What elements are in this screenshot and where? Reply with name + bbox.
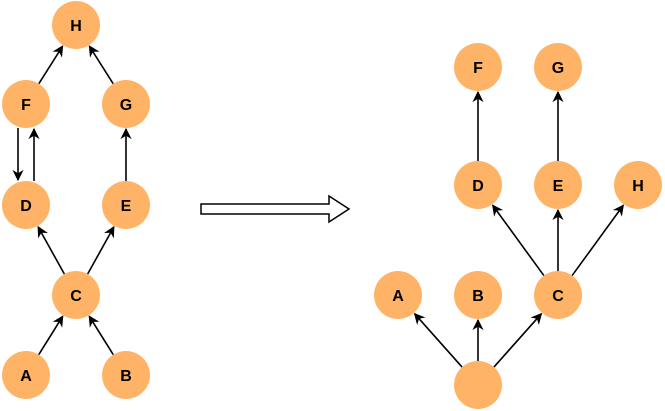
left-node-c-circle <box>52 271 100 319</box>
right-node-g-label: G <box>552 60 564 77</box>
right-node-f-label: F <box>473 60 483 77</box>
left-node-g-label: G <box>120 97 132 114</box>
left-edge-c-to-e <box>86 225 115 275</box>
left-node-h-circle <box>52 1 100 49</box>
right-node-b-label: B <box>472 288 484 305</box>
left-edge-g-to-h <box>88 45 114 85</box>
right-node-a-label: A <box>392 288 404 305</box>
right-node-e-circle <box>534 161 582 209</box>
right-node-a: A <box>374 271 422 319</box>
right-edge-root-to-c <box>493 312 543 368</box>
left-node-h-label: H <box>70 18 82 35</box>
right-node-a-circle <box>374 271 422 319</box>
transform-arrow <box>200 194 351 224</box>
left-node-d-label: D <box>20 198 32 215</box>
left-node-f: F <box>2 80 50 128</box>
right-node-h: H <box>614 161 662 209</box>
left-node-b: B <box>102 351 150 399</box>
left-edge-c-to-d <box>37 225 66 275</box>
right-node-c: C <box>534 271 582 319</box>
left-node-b-label: B <box>120 368 132 385</box>
left-edge-a-to-c <box>38 315 64 356</box>
right-edge-root-to-a <box>413 312 463 368</box>
right-node-g-circle <box>534 43 582 91</box>
right-node-f: F <box>454 43 502 91</box>
left-node-g: G <box>102 80 150 128</box>
right-node-d: D <box>454 161 502 209</box>
right-node-e-label: E <box>553 178 564 195</box>
left-node-d: D <box>2 181 50 229</box>
right-node-d-label: D <box>472 178 484 195</box>
right-edge-c-to-d <box>492 204 545 277</box>
left-node-h: H <box>52 1 100 49</box>
right-node-h-label: H <box>632 178 644 195</box>
left-node-b-circle <box>102 351 150 399</box>
right-node-b: B <box>454 271 502 319</box>
right-edge-c-to-h <box>571 204 624 277</box>
right-node-e: E <box>534 161 582 209</box>
right-node-root <box>454 361 502 409</box>
left-edge-b-to-c <box>88 315 114 356</box>
right-node-h-circle <box>614 161 662 209</box>
left-node-c-label: C <box>70 288 82 305</box>
left-edge-f-to-h <box>38 45 64 85</box>
left-node-g-circle <box>102 80 150 128</box>
left-node-d-circle <box>2 181 50 229</box>
right-node-d-circle <box>454 161 502 209</box>
left-node-f-circle <box>2 80 50 128</box>
left-node-e-label: E <box>121 198 132 215</box>
left-node-c: C <box>52 271 100 319</box>
right-node-g: G <box>534 43 582 91</box>
left-node-a-circle <box>2 351 50 399</box>
right-node-c-label: C <box>552 288 564 305</box>
edges-layer <box>12 45 624 368</box>
left-node-e-circle <box>102 181 150 229</box>
right-node-c-circle <box>534 271 582 319</box>
right-node-f-circle <box>454 43 502 91</box>
left-node-a: A <box>2 351 50 399</box>
left-node-e: E <box>102 181 150 229</box>
left-node-a-label: A <box>20 368 32 385</box>
right-node-root-circle <box>454 361 502 409</box>
left-node-f-label: F <box>21 97 31 114</box>
right-node-b-circle <box>454 271 502 319</box>
